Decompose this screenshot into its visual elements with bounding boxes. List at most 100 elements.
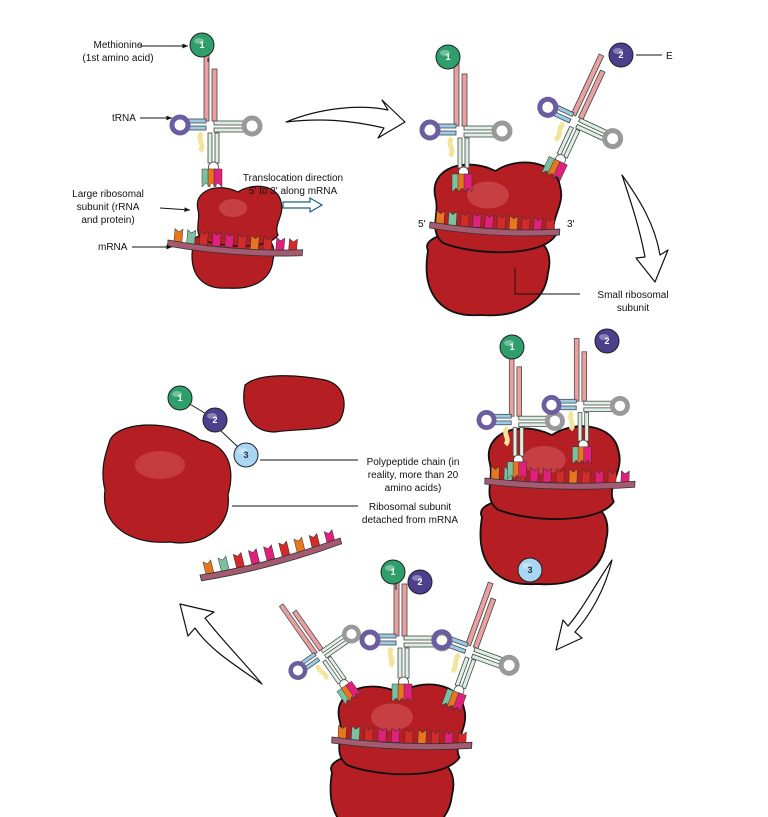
highlight (135, 451, 185, 479)
amino-acid-number: 1 (445, 52, 450, 62)
d-loop (419, 119, 441, 141)
amino-acid-circle (167, 385, 193, 411)
highlight (599, 334, 609, 340)
arrowhead (166, 244, 172, 250)
amino-acid-number: 3 (527, 565, 532, 575)
highlight (467, 181, 509, 209)
variable-loop (503, 425, 510, 447)
anticodon-base (518, 461, 527, 480)
label-polypeptide-2: reality, more than 20 (368, 470, 459, 481)
codon (529, 467, 539, 483)
label-small-subunit-2: subunit (617, 303, 649, 314)
amino-acid-number: 1 (390, 567, 395, 577)
amino-acid-circle (499, 334, 525, 360)
amino-acid-number: 2 (417, 577, 422, 587)
amino-acid-1: 1 (499, 334, 525, 360)
acceptor-stem (211, 68, 218, 122)
anticodon-arm (512, 427, 518, 457)
anticodon-base (551, 161, 568, 182)
anticodon-base (452, 692, 467, 714)
mrna-strand (429, 221, 561, 237)
amino-acid-1: 1 (435, 44, 461, 70)
highlight (522, 445, 566, 474)
highlight (238, 448, 248, 454)
trna-methionine (169, 54, 263, 188)
codon (484, 213, 494, 229)
acceptor-stem (573, 338, 580, 402)
amino-acid-circle (594, 328, 620, 354)
process-arrow-3 (555, 559, 613, 651)
t-arm (463, 132, 495, 138)
mrna-strand (331, 736, 473, 751)
mrna-strand (484, 477, 636, 490)
highlight (412, 575, 422, 581)
highlight (504, 340, 514, 346)
trna-a-site (431, 581, 520, 714)
amino-acid-1: 1 (380, 559, 406, 585)
amino-acid-circle (407, 569, 433, 595)
amino-acid-number: 1 (509, 342, 514, 352)
amino-acid-circle (233, 442, 259, 468)
amino-acid-number: 1 (199, 40, 204, 50)
codon (555, 467, 565, 484)
t-loop (602, 128, 624, 150)
t-loop (609, 395, 630, 416)
anticodon-arm (207, 132, 213, 164)
amino-acid-number: 2 (212, 415, 217, 425)
variable-loop (197, 131, 205, 153)
amino-acid-3: 3 (233, 442, 259, 468)
d-loop (476, 410, 497, 430)
t-arm (213, 120, 245, 126)
acceptor-stem (278, 603, 318, 656)
highlight (219, 199, 247, 217)
variable-loop (450, 652, 462, 674)
t-loop (491, 120, 513, 142)
anticodon-arm (397, 647, 403, 679)
amino-acid-1: 1 (189, 32, 215, 58)
label-large-subunit-2: subunit (rRNA (77, 202, 140, 213)
variable-loop (447, 136, 455, 158)
highlight (440, 50, 450, 56)
translocation-arrow (282, 196, 324, 214)
t-loop (544, 410, 565, 431)
highlight (207, 413, 217, 419)
codon (224, 232, 235, 248)
d-loop (541, 395, 562, 415)
d-loop (288, 661, 308, 680)
t-loop (241, 115, 263, 137)
highlight (371, 703, 413, 731)
amino-acid-2: 2 (202, 407, 228, 433)
anticodon-arm (214, 132, 220, 164)
acceptor-stem (516, 366, 523, 417)
acceptor-stem (581, 351, 588, 402)
highlight (613, 48, 623, 54)
mrna-initiation (167, 228, 304, 257)
acceptor-stem (453, 59, 460, 127)
anticodon-base (583, 446, 592, 465)
mrna-strand (167, 239, 304, 257)
anticodon-arm (457, 137, 463, 169)
label-methionine-sub: (1st amino acid) (82, 53, 153, 64)
amino-acid-circle (202, 407, 228, 433)
anticodon-base (345, 680, 362, 700)
label-small-subunit: Small ribosomal (597, 290, 668, 301)
amino-acid-3: 3 (517, 557, 543, 583)
t-arm (463, 125, 495, 131)
anticodon-arm (464, 137, 470, 169)
detached-large-subunit (102, 424, 232, 544)
trna-1 (476, 353, 565, 480)
label-trna: tRNA (112, 113, 136, 124)
acceptor-stem (508, 353, 515, 417)
ribosome-elongation-2 (479, 425, 621, 586)
label-polypeptide-3: amino acids) (385, 483, 442, 494)
anticodon-base (213, 168, 223, 188)
mrna-elongation (429, 209, 561, 237)
d-loop (537, 96, 559, 118)
t-arm (518, 415, 548, 421)
highlight (172, 391, 182, 397)
amino-acid-number: 2 (618, 50, 623, 60)
amino-acid-circle (517, 557, 543, 583)
anticodon-arm (577, 412, 583, 442)
codon (472, 212, 482, 228)
